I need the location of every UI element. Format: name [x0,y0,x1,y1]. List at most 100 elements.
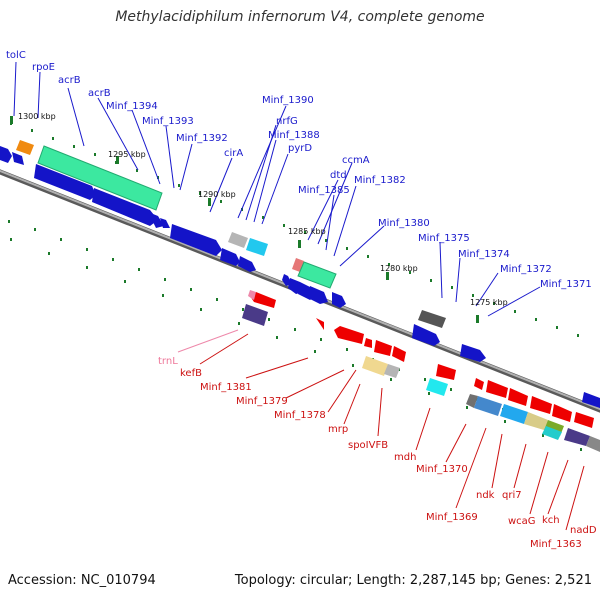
category-box [384,364,400,378]
forward-callout-lines [13,61,541,317]
gene-arrow [92,188,158,226]
gene-arrow [148,212,164,228]
category-box [37,145,163,211]
gene-label: Minf_1378 [274,410,326,421]
category-box [418,310,446,328]
gene-arrow [160,218,170,228]
category-box [362,356,388,376]
gene-label: kch [542,515,560,526]
category-box [426,378,448,396]
map-title: Methylacidiphilum infernorum V4, complet… [115,9,485,25]
reverse-gene-labels: trnL kefB Minf_1381 Minf_1379 Minf_1378 … [158,356,597,550]
gene-label: Minf_1394 [106,101,158,112]
gene-arrow [436,364,456,380]
gene-arrow [392,346,406,362]
gene-arrow [334,326,364,344]
gene-label: acrB [58,75,81,86]
scale-label: 1285 kbp [288,227,326,236]
gene-label: Minf_1363 [530,539,582,550]
gene-arrow [0,146,12,163]
gene-arrow [552,404,572,422]
gene-label: cirA [224,148,243,159]
forward-category-boxes [16,140,446,328]
forward-genes [0,146,600,408]
gene-label: spoIVFB [348,440,388,451]
gene-arrow [250,292,276,308]
gene-label: qri7 [502,490,522,501]
category-box [228,232,248,248]
category-box [586,436,600,452]
reverse-callout-lines [199,333,585,531]
gene-arrow [582,392,600,408]
trna-label: trnL [158,356,178,367]
scale-label: 1280 kbp [380,264,418,273]
gene-arrow [238,256,256,272]
category-box [466,394,478,408]
gene-label: ccmA [342,155,370,166]
gene-label: ndk [476,490,495,501]
gene-label: Minf_1380 [378,218,430,229]
forward-gene-labels: tolC rpoE acrB acrB Minf_1394 Minf_1393 … [6,50,592,290]
gene-label: Minf_1370 [416,464,468,475]
gene-label: Minf_1381 [200,382,252,393]
gene-arrow [530,396,552,414]
gene-label: Minf_1385 [298,185,350,196]
gene-label: nadD [570,525,597,536]
category-box [564,428,590,446]
gene-label: Minf_1371 [540,279,592,290]
category-box [246,238,268,256]
gene-arrow [474,378,484,390]
gene-arrow [316,318,324,330]
gene-label: Minf_1382 [354,175,406,186]
gene-label: mdh [394,452,416,463]
gene-arrow [412,324,440,346]
trna-arrow [248,290,256,300]
gene-label: acrB [88,88,111,99]
gene-label: Minf_1393 [142,116,194,127]
gene-label: Minf_1375 [418,233,470,244]
gene-arrow [332,292,346,308]
gene-arrow [308,286,328,304]
scale-label: 1275 kbp [470,298,508,307]
gene-arrow [460,344,486,362]
gene-label: Minf_1388 [268,130,320,141]
gene-label: mrp [328,424,348,435]
gene-label: Minf_1372 [500,264,552,275]
gene-arrow [34,164,96,200]
gene-arrow [374,340,392,356]
trna-callout-line [177,329,239,353]
reverse-category-boxes [242,304,600,452]
gene-label: Minf_1390 [262,95,314,106]
gene-label: dtd [330,170,347,181]
category-box [16,140,34,155]
gene-label: Minf_1369 [426,512,478,523]
gene-arrow [574,412,594,428]
gene-label: tolC [6,50,26,61]
gene-label: pyrD [288,143,312,154]
category-box [542,426,562,440]
gene-arrow [220,248,240,266]
gene-label: Minf_1392 [176,133,228,144]
gene-arrow [486,380,508,398]
category-box [297,261,337,289]
scale-label: 1290 kbp [198,190,236,199]
scale-label: 1295 kbp [108,150,146,159]
forward-major-ticks [10,116,479,323]
topology-text: Topology: circular; Length: 2,287,145 bp… [234,573,592,588]
gene-arrow [364,338,372,348]
gene-arrow [170,224,222,256]
scale-label: 1300 kbp [18,112,56,121]
category-box [500,404,528,424]
gene-arrow [508,388,528,406]
gene-label: kefB [180,368,202,379]
gene-label: Minf_1379 [236,396,288,407]
gene-label: rpoE [32,62,55,73]
gene-label: nrfG [276,116,298,127]
category-box [242,304,268,326]
reverse-genes [248,290,594,428]
gene-arrow [12,152,24,165]
category-box [474,396,502,416]
category-box [524,412,548,430]
gene-label: Minf_1374 [458,249,510,260]
